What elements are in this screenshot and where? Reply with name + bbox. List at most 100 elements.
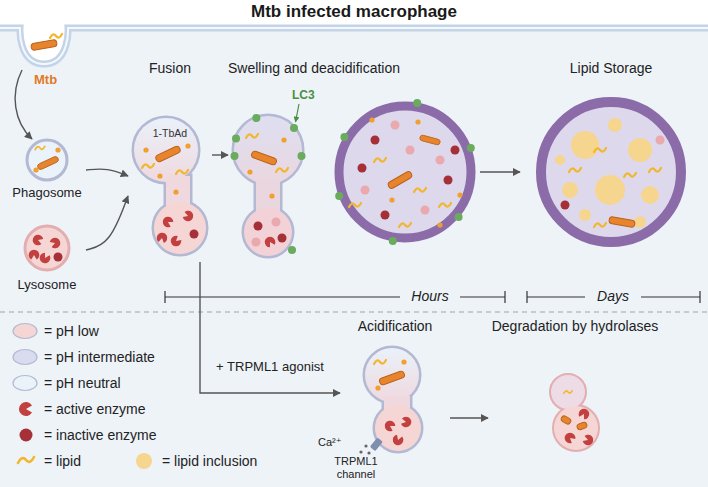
illustration-part [541,102,681,242]
illustration-part [234,116,302,256]
illustration-part [136,453,152,469]
illustration-part [157,173,162,178]
illustration-part [504,291,505,303]
illustration-part [15,70,32,139]
legend-swatch [12,400,40,418]
illustration-part [374,360,386,364]
annotation-label: Ca²⁺ [318,436,352,449]
illustration-part [361,186,370,195]
illustration-part [29,250,40,260]
illustration-part [634,216,646,228]
illustration-part [437,222,442,227]
illustration-part [134,118,206,254]
illustration-part [290,124,298,132]
illustration-part [281,137,286,142]
illustration-part [371,136,380,145]
illustration-part [246,134,258,138]
legend-entry: = pH neutral [12,374,121,392]
illustration-part [560,415,572,425]
illustration-part [375,405,421,451]
illustration-part [421,206,430,215]
illustration-part [134,118,198,182]
legend-swatch [12,374,40,392]
illustration-part [562,182,578,198]
illustration-part [161,215,175,229]
illustration-part [288,246,296,254]
illustration-part [13,350,37,365]
illustration-part [370,437,383,451]
illustration-part [155,145,182,162]
illustration-part [339,106,471,238]
illustration-part [31,39,58,50]
stage-node: Acidification [340,318,450,460]
stage-node: Lysosome [8,224,86,292]
illustration-part [419,135,441,146]
illustration-part [166,176,190,206]
illustration-part [272,218,281,227]
illustration-part [444,176,453,185]
illustration-part [365,348,421,451]
stage-node: Lipid Storage [520,60,702,260]
legend-entry: = active enzyme [12,400,146,418]
legend-swatch [12,322,40,340]
illustration-part [50,34,62,38]
illustration-part [595,175,625,205]
illustration-part [579,209,591,221]
flow-arrow [480,171,520,172]
flow-arrow [212,154,228,155]
illustration-part [244,208,292,256]
illustration-part [526,291,527,303]
illustration-part [406,146,415,155]
illustration-part [551,375,585,409]
illustration-part [571,131,599,159]
illustration-part [244,208,292,256]
illustration-part [37,156,60,171]
illustration-part [54,253,63,262]
illustration-part [13,376,37,391]
illustration-part [0,28,708,487]
illustration-part [278,234,287,243]
illustration-part [231,152,239,160]
illustration-part [551,375,598,450]
illustration-part [554,406,598,450]
legend-entry: = lipid [12,452,81,470]
illustration-part [340,133,348,141]
illustration-part [451,146,460,155]
illustration-part [367,451,370,454]
illustration-part [190,230,199,239]
illustration-part [154,202,206,254]
illustration-part [365,348,419,402]
legend-entry: = lipid inclusion [130,452,257,470]
illustration-part [594,223,606,227]
illustration-part [269,193,274,198]
illustration-part [31,233,44,246]
illustration-part [399,223,411,227]
illustration-part [0,28,708,64]
illustration-part [582,433,595,446]
illustration-part [13,324,37,339]
illustration-part [375,385,380,390]
legend-swatch [12,348,40,366]
illustration-part [569,168,581,172]
illustration-part [0,28,708,64]
legend-entry: = inactive enzyme [12,426,156,444]
stage-node: Fusion [128,60,212,262]
stage-label: Phagosome [12,185,81,200]
annotation-label: Mtb [34,72,74,87]
illustration-part [33,167,38,172]
stage-label: Degradation by hydrolases [492,318,659,334]
illustration-part [232,134,240,142]
illustration-part [296,104,300,122]
illustration-part [276,168,288,172]
illustration-part [439,203,451,207]
annotation-label: 1-TbAd [146,127,194,139]
illustration-part [252,238,261,247]
illustration-part [27,140,67,180]
edge-label: + TRPML1 agonist [214,359,326,374]
stage-label: Lysosome [18,277,77,292]
illustration-part [564,391,572,394]
illustration-part [25,226,69,270]
illustration-part [561,201,570,210]
illustration-part [298,152,306,160]
legend-text: = pH intermediate [44,349,155,365]
